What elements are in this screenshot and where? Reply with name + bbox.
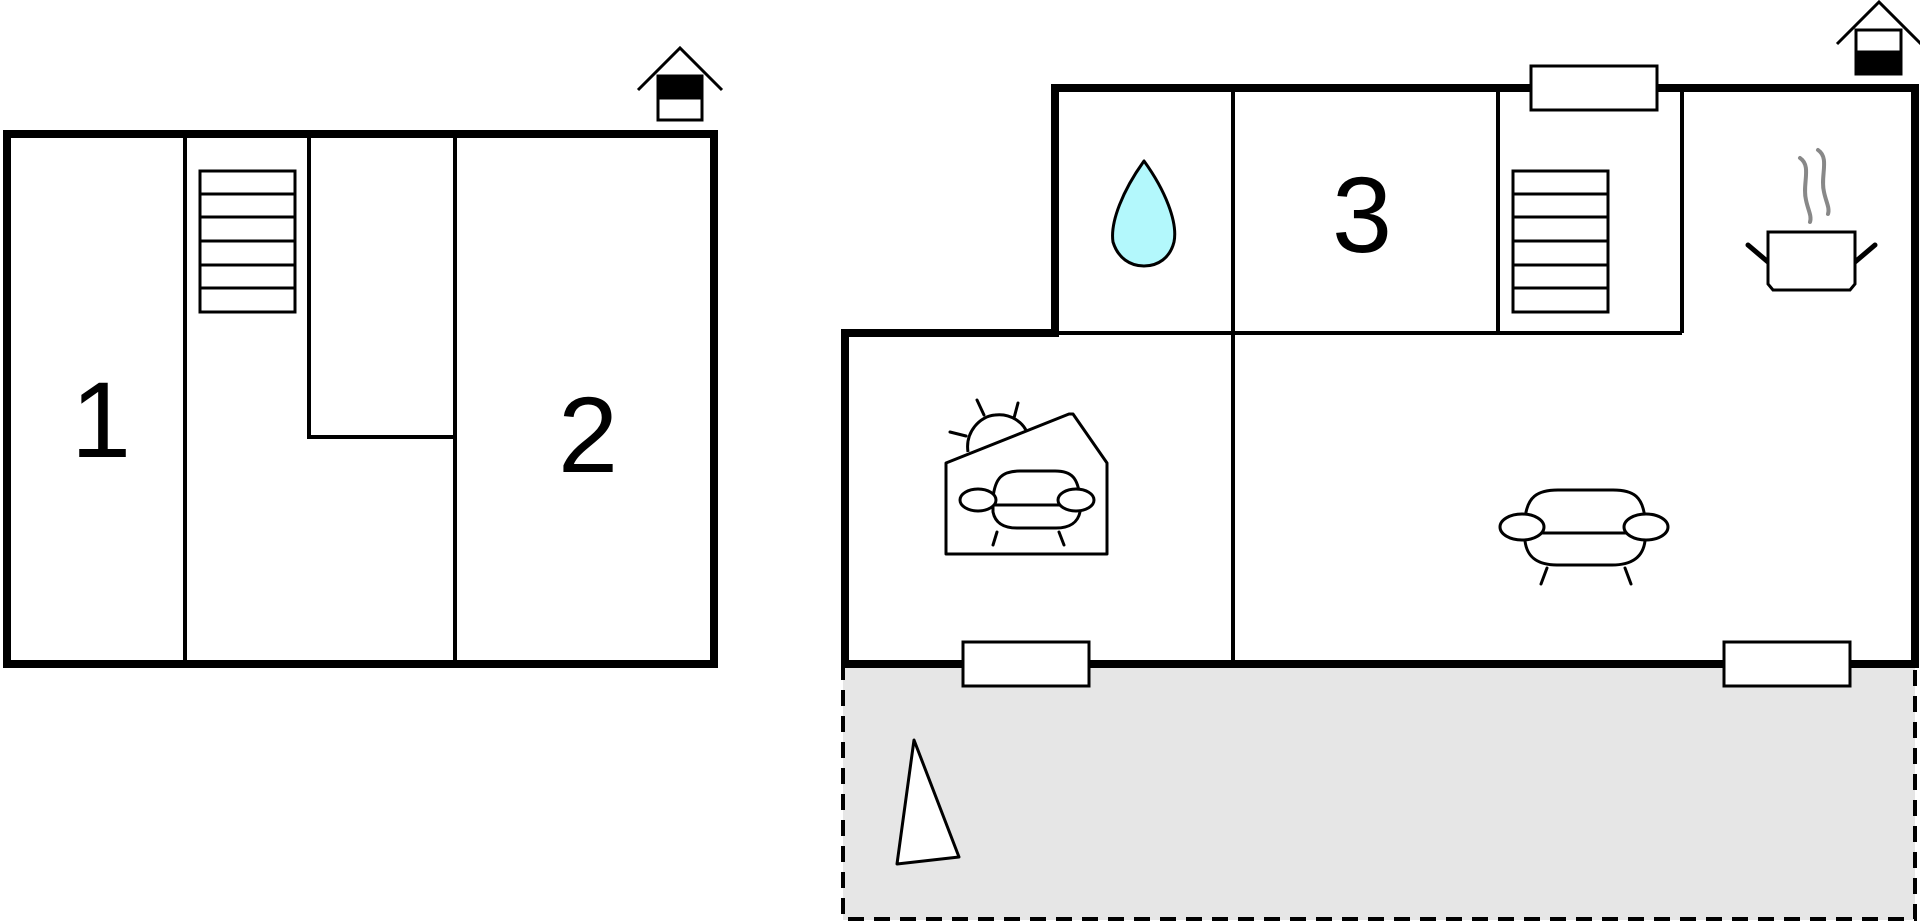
floor-level-house-icon [636,45,724,122]
kitchen-pot-icon [1745,148,1878,292]
stairs-icon [1511,169,1610,314]
ground-floor-inner-walls [1055,88,1684,664]
room-number: 1 [71,359,131,480]
window-icon [1529,64,1659,112]
room-number: 2 [558,374,618,495]
window-icon [1722,640,1852,688]
living-room-sofa-icon [1498,488,1670,586]
terrace-icon [895,738,961,866]
ground-floor-plan: 3 [841,0,1920,921]
upper-floor-inner-walls [183,134,457,664]
room-number: 3 [1332,154,1392,275]
upper-floor-plan: 1 2 [3,45,724,668]
bathroom-water-drop-icon [1111,159,1177,268]
terrace-boundary [841,664,1917,921]
terrace-area [843,664,1915,920]
floor-level-house-icon [1835,0,1920,76]
conservatory-sofa-icon [944,398,1109,556]
window-icon [961,640,1091,688]
stairs-icon [198,169,297,314]
upper-floor-outer-walls [3,130,718,668]
